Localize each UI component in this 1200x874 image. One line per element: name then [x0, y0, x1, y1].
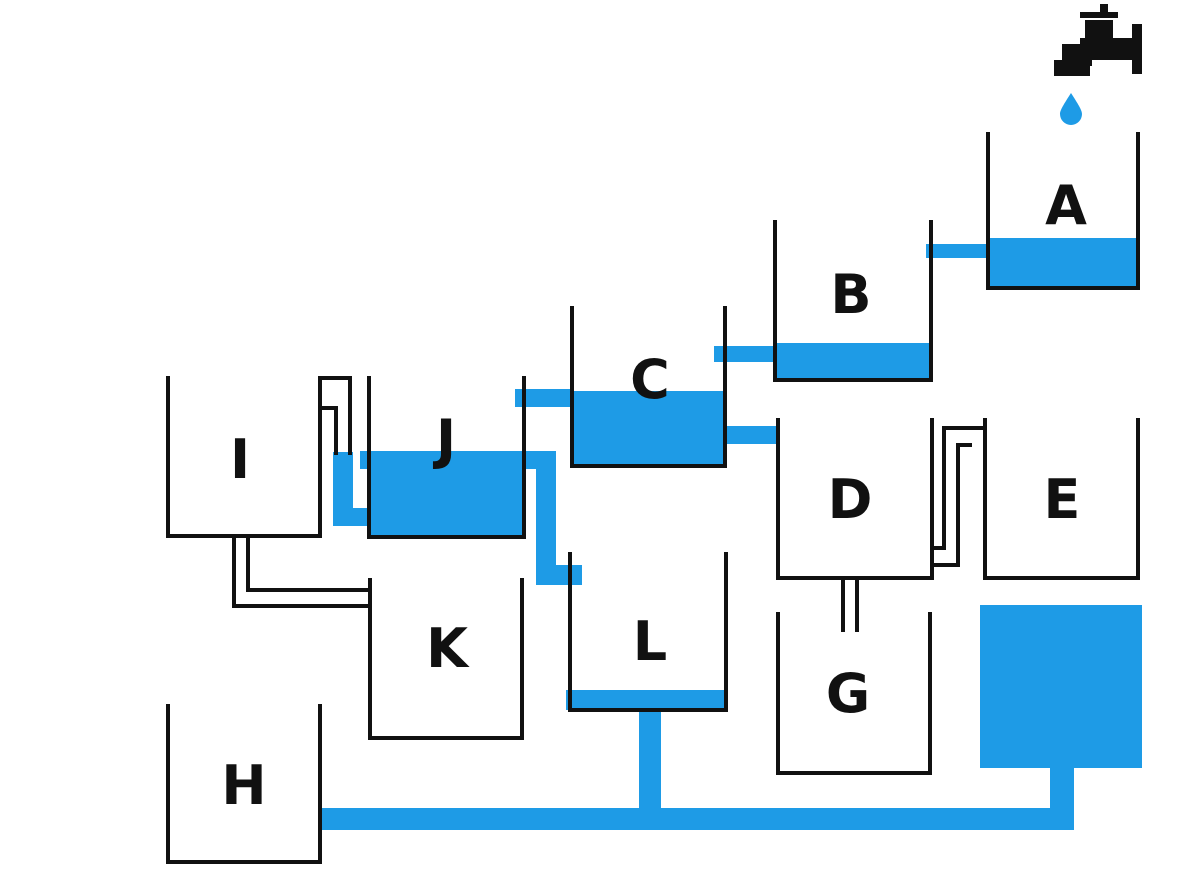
pipe-j-left-vertical [333, 452, 353, 526]
pipe-j-left-bottom [333, 508, 373, 526]
tank-h-outline [166, 704, 322, 864]
water-layer [320, 238, 1142, 830]
tank-outlines [166, 132, 1140, 864]
pipe-j-l-vertical [536, 455, 556, 585]
tank-l-outline [568, 552, 728, 712]
tank-e-outline [983, 418, 1140, 580]
water-drop-icon [1060, 93, 1082, 125]
pipe-a-b [926, 244, 990, 258]
pipe-l-down [639, 698, 661, 828]
pipe-b-c [714, 346, 776, 362]
tank-label-j: J [432, 408, 456, 471]
pipe-c-left [515, 389, 573, 407]
faucet-icon [1054, 4, 1142, 76]
tank-labels: A B C D E G H I J K L [221, 174, 1087, 817]
pipe-j-l-horizontal [536, 565, 582, 585]
pipe-i-k-outline [232, 536, 370, 608]
pipe-i-j-outline [318, 376, 352, 455]
tank-label-h: H [221, 754, 266, 817]
tank-label-e: E [1044, 468, 1081, 531]
pipe-j-top [360, 451, 556, 469]
tank-g-outline [776, 612, 932, 775]
tank-k-outline [368, 578, 524, 740]
tank-c-water [572, 391, 725, 465]
tank-label-l: L [633, 610, 667, 673]
tank-label-c: C [630, 348, 670, 411]
tank-b-outline [773, 220, 933, 382]
tank-label-i: I [230, 428, 250, 491]
tank-label-d: D [828, 468, 873, 531]
tank-a-outline [986, 132, 1140, 290]
tank-label-g: G [826, 662, 870, 725]
pipe-c-d [724, 426, 780, 444]
pipe-d-e-outline [932, 426, 985, 550]
tank-i-outline [166, 376, 322, 538]
tank-c-outline [570, 306, 727, 468]
tank-a-water [988, 238, 1138, 288]
tank-j-outline [367, 376, 526, 539]
pipe-unlabeled-down [1050, 760, 1074, 830]
tank-label-b: B [830, 263, 871, 326]
tank-label-k: K [426, 617, 470, 680]
tank-b-water [775, 343, 933, 380]
tank-unlabeled-water [980, 605, 1142, 768]
tank-label-a: A [1045, 174, 1087, 237]
pipe-main-bottom [320, 808, 1074, 830]
